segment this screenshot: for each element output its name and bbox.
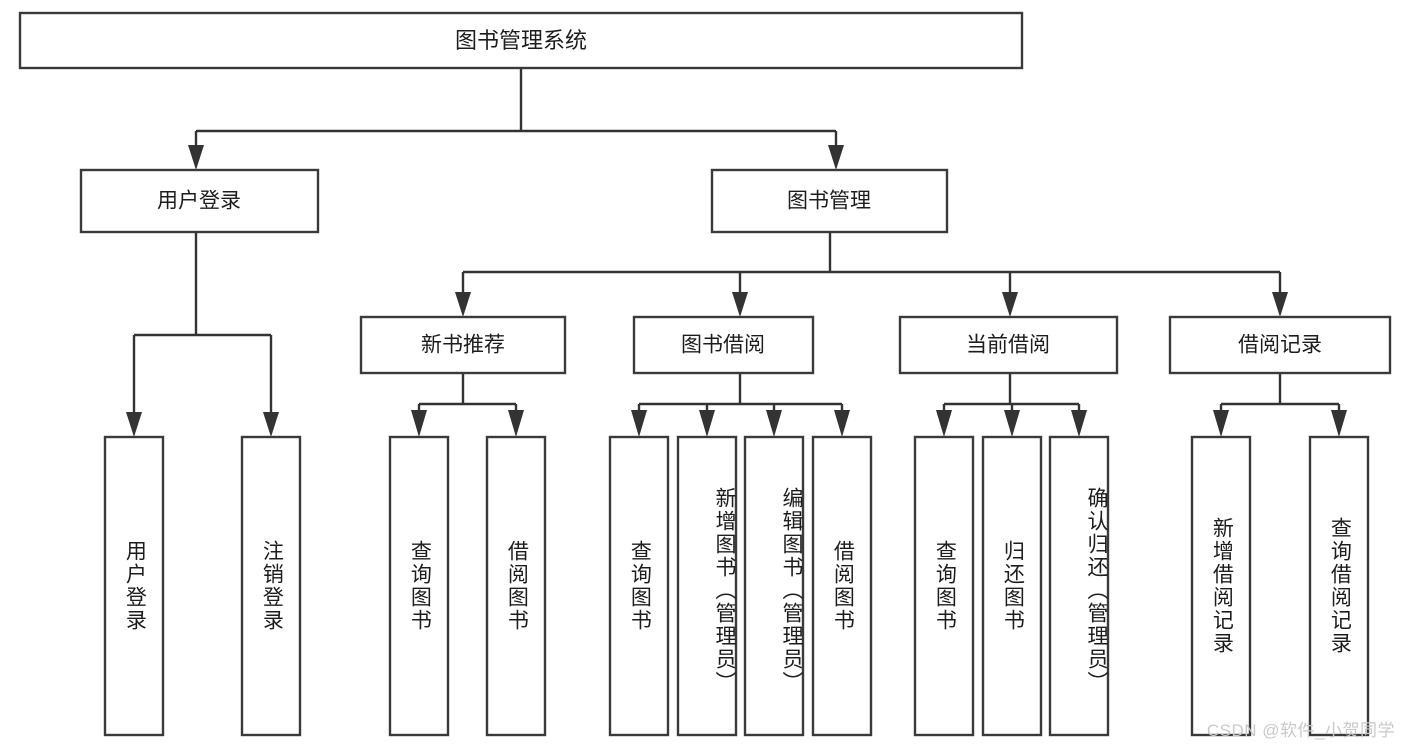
node-book-manage-label: 图书管理 xyxy=(787,190,871,213)
node-book-manage-box[interactable] xyxy=(710,168,949,234)
arrow-head-leaf-confirm-return xyxy=(1071,410,1087,437)
node-root-label: 图书管理系统 xyxy=(455,28,587,53)
leaf-box-add-book[interactable] xyxy=(676,435,738,737)
leaf-boxes-borrow-record xyxy=(1190,435,1370,737)
node-user-login-label: 用户登录 xyxy=(157,190,241,213)
arrow-head-leaf-return-book xyxy=(1004,410,1020,437)
arrow-head-leaf-add-record xyxy=(1213,410,1229,437)
node-borrow-record[interactable]: 借阅记录 xyxy=(1168,315,1392,375)
node-new-book-recommend[interactable]: 新书推荐 xyxy=(359,315,567,375)
leaf-box-user-login[interactable] xyxy=(103,435,165,737)
node-book-manage[interactable]: 图书管理 xyxy=(710,168,949,234)
node-new-book-recommend-label: 新书推荐 xyxy=(421,334,505,357)
node-current-borrow-label: 当前借阅 xyxy=(966,334,1050,357)
arrow-head-current-borrow xyxy=(1002,292,1018,317)
node-current-borrow-box[interactable] xyxy=(898,315,1119,375)
arrow-head-book-borrow xyxy=(732,292,748,317)
arrow-head-borrow-record xyxy=(1272,292,1288,317)
leaf-box-edit-book[interactable] xyxy=(743,435,805,737)
watermark-label: CSDN @软件_小贺同学 xyxy=(1206,721,1395,740)
leaf-box-add-record[interactable] xyxy=(1190,435,1252,737)
connector-group-book-borrow xyxy=(631,373,850,437)
leaf-boxes-new-book-recommend xyxy=(388,435,547,737)
node-new-book-recommend-box[interactable] xyxy=(359,315,567,375)
node-root-box[interactable] xyxy=(18,11,1024,70)
leaf-box-borrow-book-1[interactable] xyxy=(485,435,547,737)
node-book-borrow-label: 图书借阅 xyxy=(681,334,765,357)
arrow-head-leaf-edit-book xyxy=(766,410,782,437)
arrow-head-leaf-borrow-book-1 xyxy=(508,410,524,437)
leaf-boxes-book-borrow xyxy=(608,435,873,737)
leaf-box-return-book[interactable] xyxy=(981,435,1043,737)
arrow-head-leaf-query-book-1 xyxy=(411,410,427,437)
arrow-head-leaf-query-book-3 xyxy=(936,410,952,437)
node-book-borrow[interactable]: 图书借阅 xyxy=(632,315,815,375)
leaf-boxes-current-borrow xyxy=(913,435,1110,737)
arrow-head-user-login xyxy=(188,145,204,170)
arrow-head-leaf-user-login xyxy=(126,412,142,437)
leaf-box-query-book-3[interactable] xyxy=(913,435,975,737)
arrow-head-leaf-logout xyxy=(263,412,279,437)
connector-group-new-book-recommend xyxy=(411,373,524,437)
leaf-box-query-book-2[interactable] xyxy=(608,435,670,737)
arrow-head-leaf-query-book-2 xyxy=(631,410,647,437)
node-borrow-record-box[interactable] xyxy=(1168,315,1392,375)
node-current-borrow[interactable]: 当前借阅 xyxy=(898,315,1119,375)
arrow-head-book-manage xyxy=(828,145,844,170)
connector-group-root xyxy=(188,68,844,170)
node-user-login[interactable]: 用户登录 xyxy=(79,168,320,234)
connector-group-user-login xyxy=(126,232,279,437)
leaf-box-borrow-book-2[interactable] xyxy=(811,435,873,737)
node-borrow-record-label: 借阅记录 xyxy=(1238,334,1322,357)
arrow-head-new-book-recommend xyxy=(455,292,471,317)
leaf-box-query-book-1[interactable] xyxy=(388,435,450,737)
leaf-box-confirm-return[interactable] xyxy=(1048,435,1110,737)
arrow-head-leaf-query-record xyxy=(1331,410,1347,437)
leaf-boxes-user-login xyxy=(103,435,302,737)
connector-group-current-borrow xyxy=(936,373,1087,437)
connector-group-borrow-record xyxy=(1213,373,1347,437)
arrow-head-leaf-borrow-book-2 xyxy=(834,410,850,437)
node-book-borrow-box[interactable] xyxy=(632,315,815,375)
leaf-box-query-record[interactable] xyxy=(1308,435,1370,737)
connector-group-book-manage xyxy=(455,232,1288,317)
node-root[interactable]: 图书管理系统 xyxy=(18,11,1024,70)
arrow-head-leaf-add-book xyxy=(699,410,715,437)
node-user-login-box[interactable] xyxy=(79,168,320,234)
leaf-box-logout[interactable] xyxy=(240,435,302,737)
